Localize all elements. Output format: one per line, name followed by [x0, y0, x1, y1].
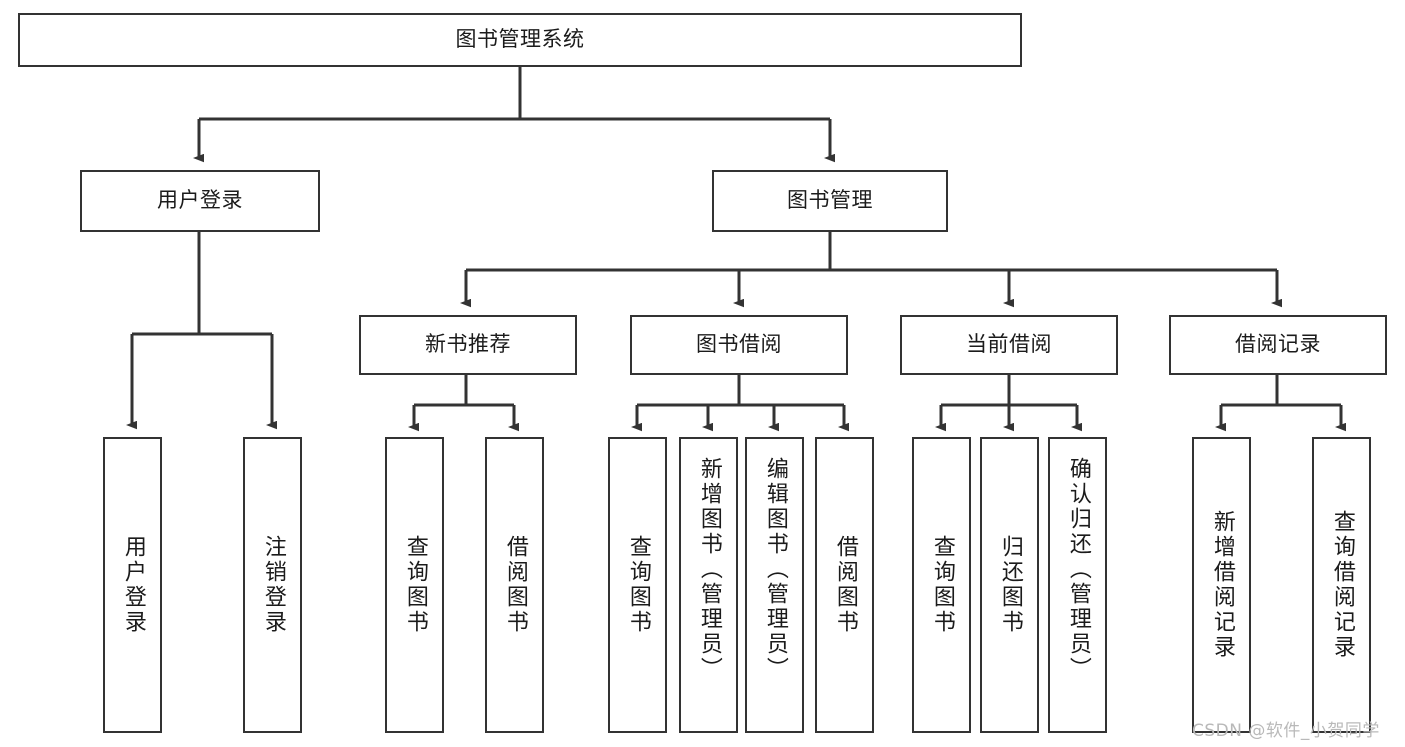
node-label: 借阅图书 [832, 535, 858, 635]
node-borrow-record[interactable]: 借阅记录 [1169, 315, 1387, 375]
node-label: 借阅图书 [502, 535, 528, 635]
node-book-management[interactable]: 图书管理 [712, 170, 948, 232]
node-leaf-add-borrow-record[interactable]: 新增借阅记录 [1192, 437, 1251, 733]
node-leaf-return-book[interactable]: 归还图书 [980, 437, 1039, 733]
node-new-book-recommend[interactable]: 新书推荐 [359, 315, 577, 375]
node-leaf-edit-book-admin[interactable]: 编辑图书（管理员） [745, 437, 804, 733]
node-user-login[interactable]: 用户登录 [80, 170, 320, 232]
node-label: 注销登录 [260, 535, 286, 635]
node-label: 编辑图书（管理员） [762, 457, 788, 682]
node-leaf-user-login[interactable]: 用户登录 [103, 437, 162, 733]
node-leaf-query-borrow-record[interactable]: 查询借阅记录 [1312, 437, 1371, 733]
node-leaf-logout[interactable]: 注销登录 [243, 437, 302, 733]
node-label: 新增借阅记录 [1209, 510, 1235, 660]
node-leaf-confirm-return-admin[interactable]: 确认归还（管理员） [1048, 437, 1107, 733]
node-label: 查询图书 [625, 535, 651, 635]
node-label: 用户登录 [157, 188, 243, 213]
node-leaf-query-book-borrow[interactable]: 查询图书 [608, 437, 667, 733]
node-current-borrow[interactable]: 当前借阅 [900, 315, 1118, 375]
node-label: 当前借阅 [966, 332, 1052, 357]
node-leaf-borrow-book[interactable]: 借阅图书 [815, 437, 874, 733]
node-label: 用户登录 [120, 535, 146, 635]
node-leaf-add-book-admin[interactable]: 新增图书（管理员） [679, 437, 738, 733]
node-label: 图书管理 [787, 188, 873, 213]
node-label: 图书借阅 [696, 332, 782, 357]
node-root-book-management-system[interactable]: 图书管理系统 [18, 13, 1022, 67]
node-leaf-borrow-book-newbook[interactable]: 借阅图书 [485, 437, 544, 733]
node-label: 图书管理系统 [455, 27, 585, 52]
node-book-borrow[interactable]: 图书借阅 [630, 315, 848, 375]
node-label: 新增图书（管理员） [696, 457, 722, 682]
node-label: 归还图书 [997, 535, 1023, 635]
node-label: 借阅记录 [1235, 332, 1321, 357]
node-leaf-query-book-newbook[interactable]: 查询图书 [385, 437, 444, 733]
node-leaf-query-book-current[interactable]: 查询图书 [912, 437, 971, 733]
node-label: 确认归还（管理员） [1065, 457, 1091, 682]
node-label: 新书推荐 [425, 332, 511, 357]
node-label: 查询图书 [402, 535, 428, 635]
node-label: 查询图书 [929, 535, 955, 635]
node-label: 查询借阅记录 [1329, 510, 1355, 660]
